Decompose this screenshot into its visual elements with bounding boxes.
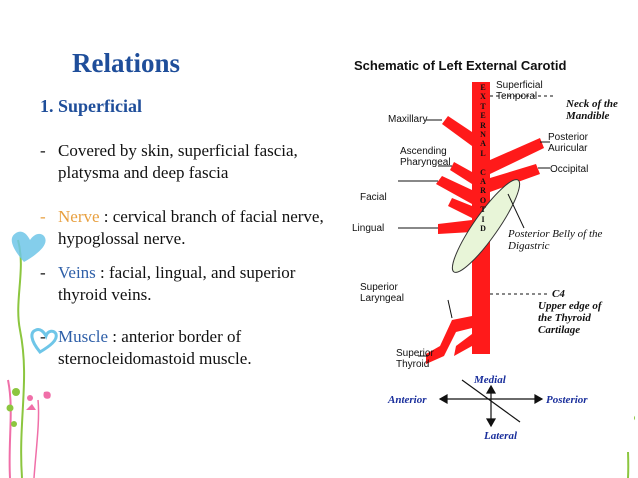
bullet-item: - Muscle : anterior border of sternoclei… <box>40 326 340 370</box>
label-medial: Medial <box>474 374 506 386</box>
vertical-letter: E <box>480 111 486 121</box>
vertical-letter: C <box>480 167 486 177</box>
label-posterior-auricular: Posterior Auricular <box>548 132 589 154</box>
leader-lines <box>398 119 550 357</box>
vertical-letter: T <box>480 101 486 111</box>
vertical-letter: E <box>480 83 486 92</box>
bullet-highlight-nerve: Nerve <box>58 207 100 226</box>
diagram-title: Schematic of Left External Carotid <box>354 58 567 73</box>
vertical-letter: I <box>481 214 485 224</box>
vertical-letter: L <box>480 148 486 158</box>
digastric-ellipse <box>451 179 521 273</box>
label-c4: C4 <box>552 288 565 300</box>
label-lateral: Lateral <box>484 430 517 442</box>
section-subheading: 1. Superficial <box>40 96 142 116</box>
vertical-letter: D <box>480 224 486 234</box>
vertical-letter: R <box>480 120 486 130</box>
dashed-lines <box>490 95 554 295</box>
direction-arrows <box>438 379 544 428</box>
diagram-artwork <box>398 82 554 428</box>
label-lingual: Lingual <box>352 223 385 234</box>
vertical-letter: A <box>480 177 486 187</box>
label-superior-laryngeal: Superior Laryngeal <box>360 282 404 304</box>
bullet-dash: - <box>40 141 46 160</box>
heart-icon <box>11 231 46 262</box>
heart-icon <box>30 328 58 354</box>
label-facial: Facial <box>360 192 387 203</box>
vertical-letter: O <box>479 195 487 205</box>
bullet-dash: - <box>40 327 46 346</box>
bullet-text: : anterior border of sternocleidomastoid… <box>58 327 252 368</box>
label-superior-thyroid: Superior Thyroid <box>396 348 434 370</box>
vertical-letter: A <box>480 139 486 149</box>
bullet-text: : facial, lingual, and superior thyroid … <box>58 263 296 304</box>
label-posterior: Posterior <box>546 394 588 406</box>
slide-title: Relations <box>72 48 180 78</box>
vertical-letter: X <box>480 92 486 102</box>
label-superficial-temporal: Superficial Temporal <box>496 80 543 102</box>
label-posterior-belly: Posterior Belly of the Digastric <box>508 228 603 252</box>
label-maxillary: Maxillary <box>388 114 428 125</box>
bullet-dash: - <box>40 263 46 282</box>
bullet-item: - Nerve : cervical branch of facial nerv… <box>40 206 340 250</box>
bullet-item: - Covered by skin, superficial fascia, p… <box>40 140 340 184</box>
vertical-letter: T <box>480 205 486 215</box>
vertical-letter: R <box>480 186 486 196</box>
bullet-highlight-veins: Veins <box>58 263 96 282</box>
bullet-item: - Veins : facial, lingual, and superior … <box>40 262 340 306</box>
bullet-text: : cervical branch of facial nerve, hypog… <box>58 207 324 248</box>
label-ascending-pharyngeal: Ascending Pharyngeal <box>400 146 451 168</box>
vertical-letter: N <box>480 130 486 140</box>
label-occipital: Occipital <box>550 164 589 175</box>
vertical-letter <box>478 158 488 167</box>
label-upper-edge: Upper edge of the Thyroid Cartilage <box>538 300 602 336</box>
label-neck-of-mandible: Neck of the Mandible <box>566 98 618 122</box>
bullet-dash: - <box>40 207 46 226</box>
bullet-text: Covered by skin, superficial fascia, pla… <box>58 141 298 182</box>
bullet-highlight-muscle: Muscle <box>58 327 109 346</box>
label-anterior: Anterior <box>388 394 427 406</box>
